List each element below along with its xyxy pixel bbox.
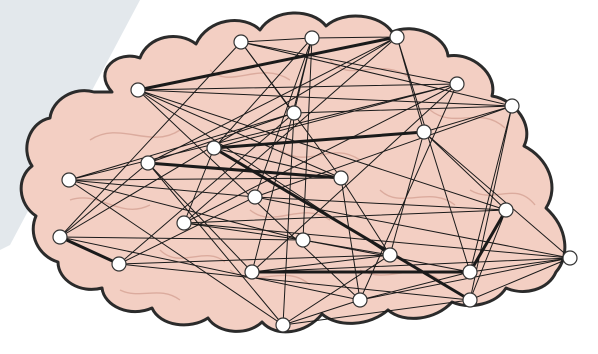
network-edge (137, 89, 342, 179)
network-edge (136, 35, 399, 92)
network-node (352, 292, 368, 308)
network-edge (359, 271, 471, 301)
network-edge (423, 105, 513, 133)
network-edges (58, 35, 571, 326)
network-node (61, 172, 77, 188)
network-edge (359, 257, 571, 301)
network-edge (118, 196, 256, 265)
network-edge (183, 222, 304, 241)
network-edge (147, 162, 284, 326)
network-edge (59, 236, 304, 241)
network-node (247, 189, 263, 205)
network-edge (469, 257, 571, 301)
network-node (416, 124, 432, 140)
network-nodes (52, 29, 578, 333)
network-edge (240, 41, 513, 107)
network-edge (251, 83, 458, 273)
network-edge (137, 83, 458, 91)
network-edge (68, 112, 295, 181)
network-edge (340, 177, 361, 301)
network-node (130, 82, 146, 98)
network-edge (59, 236, 361, 301)
network-edge (58, 235, 121, 266)
network-edge (183, 209, 507, 224)
network-edge (147, 112, 295, 164)
network-node (206, 140, 222, 156)
network-edge (469, 105, 513, 273)
network-edge (118, 112, 295, 265)
network-node (140, 155, 156, 171)
network-edge (389, 131, 425, 256)
network-node (233, 34, 249, 50)
network-edge (469, 209, 507, 301)
network-node (244, 264, 260, 280)
network-edge (118, 263, 471, 301)
network-node (295, 232, 311, 248)
network-edge (68, 179, 256, 198)
network-edge (212, 130, 426, 150)
network-edge (311, 36, 398, 39)
network-node (304, 30, 320, 46)
network-edge (213, 37, 313, 149)
network-edge (183, 222, 571, 259)
network-node (111, 256, 127, 272)
network-node (286, 105, 302, 121)
network-edge (251, 37, 313, 273)
network-edge (147, 162, 253, 273)
network-edge (282, 299, 471, 326)
network-edge (213, 147, 342, 179)
network-edge (183, 36, 398, 224)
network-edge (212, 146, 472, 302)
network-edge (59, 41, 242, 238)
network-edge (251, 257, 571, 273)
network-node (389, 29, 405, 45)
network-node (562, 250, 578, 266)
network-edge (469, 105, 513, 301)
network-edge (213, 83, 458, 149)
network-edge (254, 37, 313, 198)
network-edge (68, 83, 458, 181)
network-edge (118, 254, 391, 265)
network-node (52, 229, 68, 245)
network-edge (68, 179, 284, 326)
network-edge (147, 36, 398, 164)
network-edge (240, 41, 458, 85)
network-edge (59, 162, 149, 238)
network-node (449, 76, 465, 92)
network-edge (340, 177, 391, 256)
network-edge (469, 257, 571, 273)
network-edge (240, 37, 313, 43)
network-node (333, 170, 349, 186)
network-edge (254, 196, 507, 211)
network-node (176, 215, 192, 231)
network-node (504, 98, 520, 114)
network-edge (396, 36, 471, 273)
network-edge (254, 196, 571, 259)
network-node (498, 202, 514, 218)
network-edge (137, 89, 513, 107)
network-node (462, 264, 478, 280)
network-edge (423, 131, 571, 259)
network-edge (68, 177, 342, 181)
network-edge (293, 105, 513, 114)
network-node (382, 247, 398, 263)
network-edge (59, 36, 398, 238)
network-node (462, 292, 478, 308)
network-edge (282, 299, 361, 326)
network-edge (183, 83, 458, 224)
network-edge (137, 89, 507, 211)
network-node (275, 317, 291, 333)
